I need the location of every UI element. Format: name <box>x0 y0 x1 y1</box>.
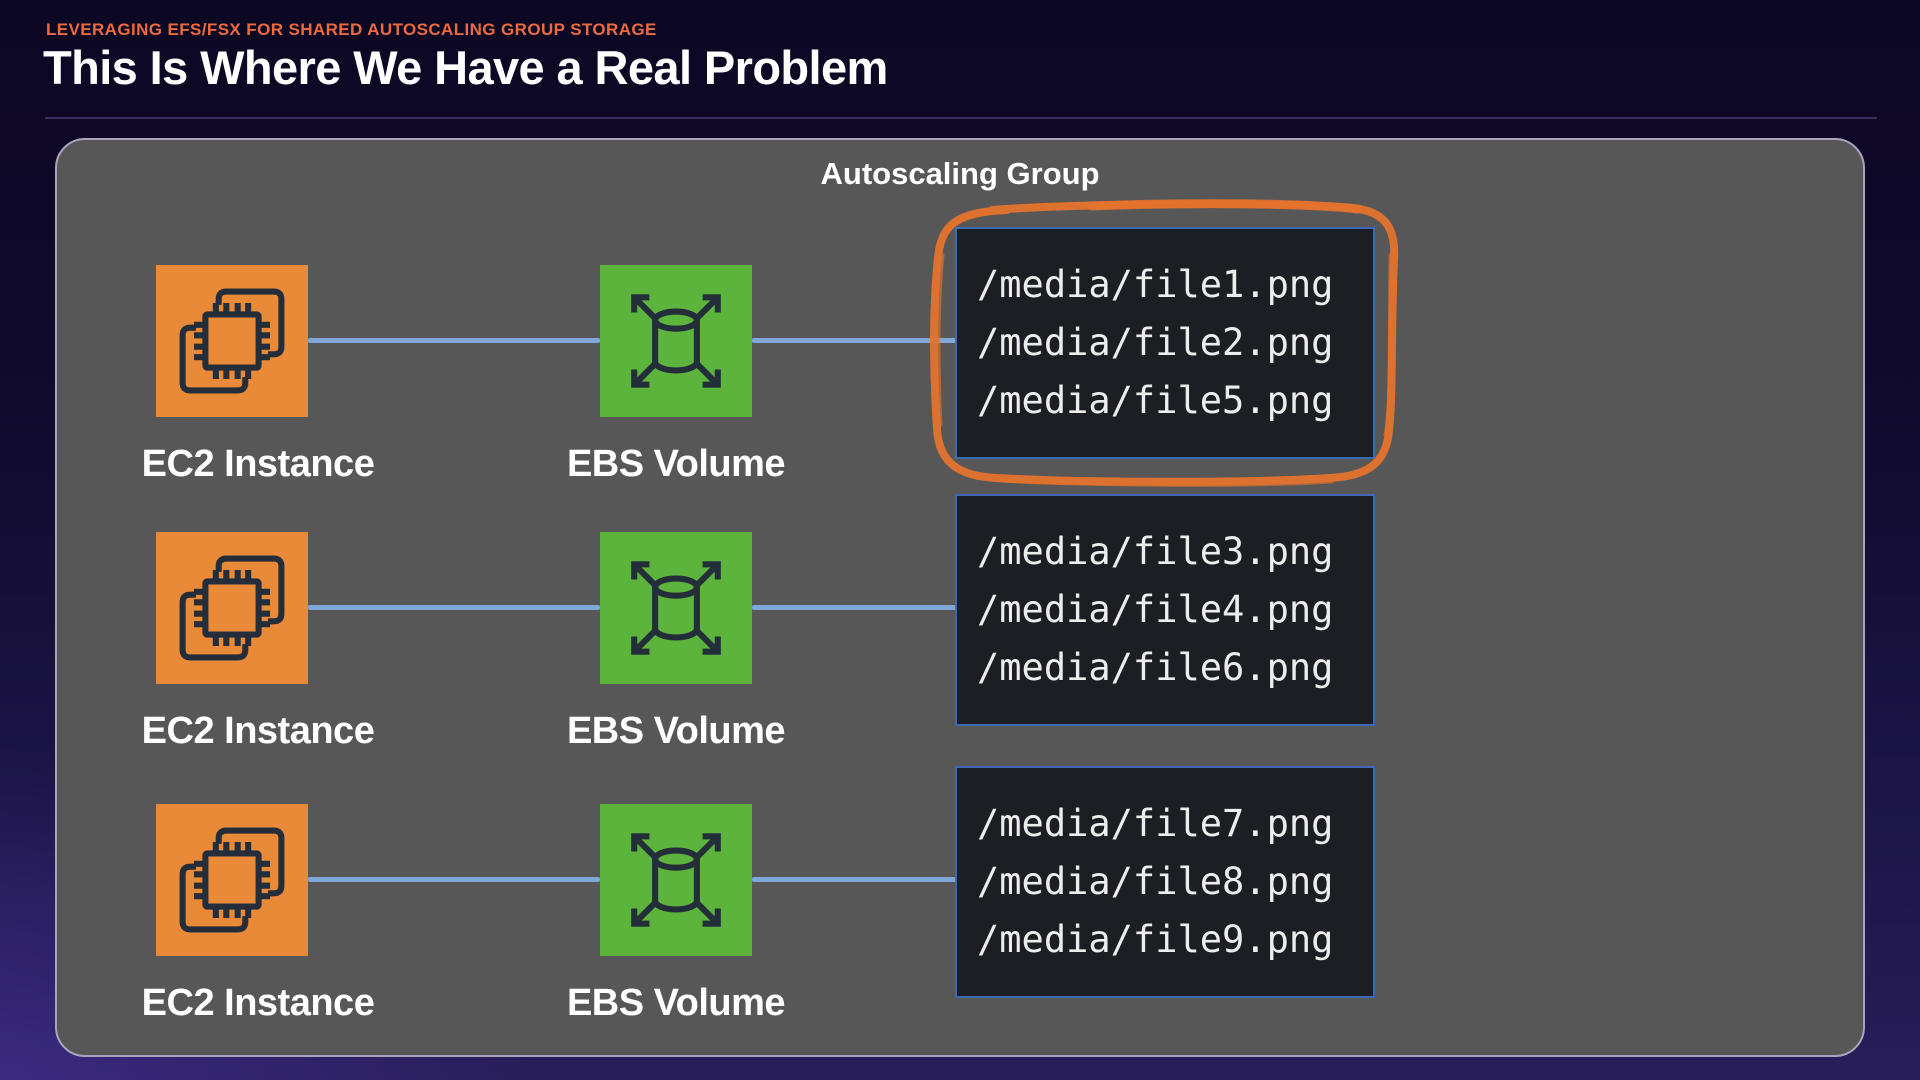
ebs-volume-label: EBS Volume <box>566 982 786 1024</box>
file-list-block: /media/file7.png /media/file8.png /media… <box>955 766 1375 998</box>
ec2-instance-icon <box>156 265 308 417</box>
file-path: /media/file1.png <box>977 263 1334 306</box>
file-list-block: /media/file3.png /media/file4.png /media… <box>955 494 1375 726</box>
title-divider <box>45 117 1877 119</box>
ebs-volume-label: EBS Volume <box>566 443 786 485</box>
ec2-instance-label: EC2 Instance <box>141 710 375 752</box>
ebs-volume-icon <box>600 265 752 417</box>
slide-eyebrow: LEVERAGING EFS/FSX FOR SHARED AUTOSCALIN… <box>46 20 657 39</box>
ec2-instance-label: EC2 Instance <box>141 443 375 485</box>
file-path: /media/file3.png <box>977 530 1334 573</box>
connector-line <box>308 338 600 343</box>
ec2-instance-icon <box>156 804 308 956</box>
connector-line <box>308 877 600 882</box>
ebs-volume-icon <box>600 532 752 684</box>
connector-line <box>752 338 957 343</box>
connector-line <box>752 877 957 882</box>
file-list-block: /media/file1.png /media/file2.png /media… <box>955 227 1375 459</box>
autoscaling-group-label: Autoscaling Group <box>820 156 1100 191</box>
file-path: /media/file9.png <box>977 918 1334 961</box>
file-path: /media/file5.png <box>977 379 1334 422</box>
file-path: /media/file8.png <box>977 860 1334 903</box>
file-path: /media/file2.png <box>977 321 1334 364</box>
ebs-volume-label: EBS Volume <box>566 710 786 752</box>
file-path: /media/file4.png <box>977 588 1334 631</box>
connector-line <box>752 605 957 610</box>
file-path: /media/file7.png <box>977 802 1334 845</box>
ec2-instance-label: EC2 Instance <box>141 982 375 1024</box>
connector-line <box>308 605 600 610</box>
file-path: /media/file6.png <box>977 646 1334 689</box>
page-title: This Is Where We Have a Real Problem <box>43 41 888 94</box>
autoscaling-group-panel: Autoscaling Group <box>55 138 1865 1057</box>
ebs-volume-icon <box>600 804 752 956</box>
ec2-instance-icon <box>156 532 308 684</box>
